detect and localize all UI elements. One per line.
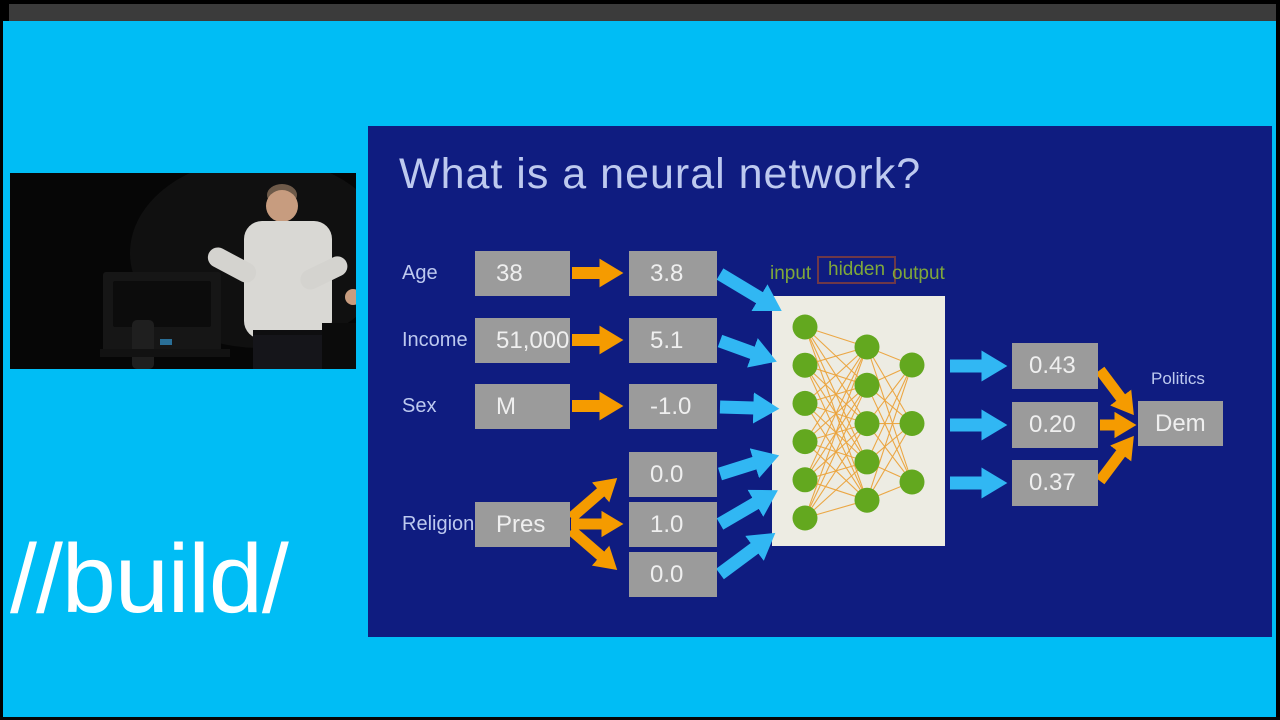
output-box-3: 0.37: [1012, 460, 1098, 506]
speaker-pants: [253, 335, 333, 369]
monitor-panel: [113, 281, 211, 327]
normalized-box-income: 5.1: [629, 318, 717, 363]
slide: What is a neural network? Age Income Sex…: [368, 126, 1272, 637]
raw-box-religion: Pres: [475, 502, 570, 547]
indicator-light: [160, 339, 172, 345]
orange-arrow-religion-3: [567, 525, 618, 571]
bottle-silhouette: [132, 320, 154, 369]
input-label-sex: Sex: [402, 395, 437, 417]
network-node-layer2: [854, 449, 880, 475]
network-edge: [866, 423, 913, 501]
network-edge: [804, 346, 868, 404]
blue-arrow-in-6: [716, 532, 776, 580]
layer-label-hidden: hidden: [817, 256, 897, 284]
network-node-layer3: [899, 352, 925, 378]
normalized-box-sex: -1.0: [629, 384, 717, 429]
network-edge: [866, 364, 913, 463]
top-bar: [0, 0, 1280, 21]
network-node-layer2: [854, 334, 880, 360]
raw-box-sex: M: [475, 384, 570, 429]
speaker-shirt: [244, 221, 332, 339]
network-edge: [866, 346, 913, 424]
blue-arrow-in-4: [718, 448, 780, 481]
speaker-head: [266, 190, 298, 222]
input-label-income: Income: [402, 329, 468, 351]
blue-arrow-in-1: [716, 268, 782, 312]
result-label: Politics: [1151, 369, 1205, 388]
top-bar-corner: [0, 0, 9, 21]
orange-arrow-religion-1: [567, 477, 618, 523]
network-node-layer1: [792, 352, 818, 378]
network-edge: [804, 461, 868, 519]
neural-network-diagram: [792, 314, 925, 531]
speaker-right-hand: [345, 289, 356, 305]
build-logo: //build/: [10, 524, 289, 633]
right-edge: [1276, 0, 1280, 720]
orange-arrow-result-1: [1095, 366, 1134, 416]
network-node-layer1: [792, 314, 818, 340]
network-node-layer1: [792, 429, 818, 455]
network-node-layer2: [854, 411, 880, 437]
normalized-box-age: 3.8: [629, 251, 717, 296]
network-node-layer2: [854, 487, 880, 513]
raw-box-income: 51,000: [475, 318, 570, 363]
monitor-silhouette: [100, 272, 230, 369]
blue-arrow-in-2: [717, 334, 777, 368]
normalized-box-religion-2: 1.0: [629, 502, 717, 547]
hidden-layer-panel: [772, 296, 945, 546]
network-edge: [804, 346, 868, 481]
orange-arrow-result-3: [1095, 435, 1134, 485]
network-node-layer1: [792, 390, 818, 416]
normalized-box-religion-1: 0.0: [629, 452, 717, 497]
network-edge: [804, 423, 868, 519]
normalized-box-religion-3: 0.0: [629, 552, 717, 597]
slide-title: What is a neural network?: [399, 150, 922, 198]
network-node-layer3: [899, 411, 925, 436]
network-edge: [804, 346, 868, 519]
output-box-2: 0.20: [1012, 402, 1098, 448]
result-box: Dem: [1138, 401, 1223, 446]
layer-label-input: input: [770, 263, 812, 284]
network-node-layer2: [854, 372, 880, 398]
left-edge: [0, 0, 3, 720]
speaker-video: [10, 173, 356, 369]
speaker-scene: [10, 173, 356, 369]
top-bar-edge: [0, 0, 1280, 4]
desk-edge: [100, 349, 230, 357]
speaker-belt: [253, 330, 333, 336]
network-edge: [804, 385, 868, 519]
speaker-right-arm: [300, 256, 348, 290]
output-box-1: 0.43: [1012, 343, 1098, 389]
layer-label-output: output: [892, 263, 945, 284]
input-label-religion: Religion: [402, 513, 475, 535]
blue-arrow-in-5: [716, 489, 778, 530]
network-node-layer3: [899, 469, 925, 495]
raw-box-age: 38: [475, 251, 570, 296]
network-edge: [866, 364, 913, 501]
network-edge: [804, 346, 868, 442]
speaker-left-arm: [207, 247, 257, 283]
input-label-age: Age: [402, 262, 438, 284]
network-node-layer1: [792, 467, 818, 493]
chair-silhouette: [322, 323, 356, 369]
blue-arrow-in-3: [719, 392, 780, 424]
network-node-layer1: [792, 505, 818, 531]
bottom-edge: [0, 717, 1280, 720]
